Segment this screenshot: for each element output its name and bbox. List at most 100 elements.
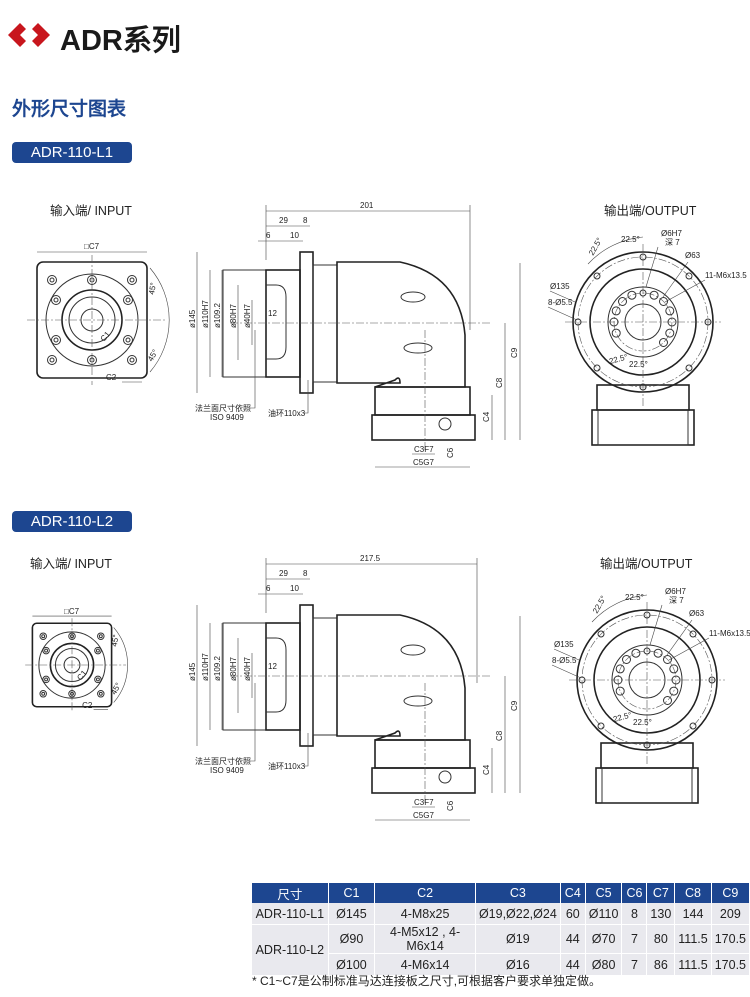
- pin-depth-label: 深 7: [669, 596, 684, 605]
- dim-c9: C9: [510, 700, 519, 711]
- dim-10: 10: [290, 584, 299, 593]
- tapped-hole-icon: [613, 675, 623, 685]
- flange-note: ISO 9409: [210, 766, 244, 775]
- cell: 8: [621, 903, 648, 925]
- mount-hole-icon: [597, 722, 605, 730]
- dim-12: 12: [268, 309, 277, 318]
- cell: 111.5: [674, 953, 712, 976]
- cell: Ø19,Ø22,Ø24: [475, 903, 561, 925]
- dim-8: 8: [303, 216, 308, 225]
- dim-dia110: ø110H7: [201, 653, 210, 681]
- pin-label: Ø6H7: [661, 229, 682, 238]
- cell: 80: [646, 924, 676, 954]
- col-header: C3: [475, 883, 561, 903]
- dim-dia109: ø109.2: [213, 656, 222, 681]
- mount-hole-icon: [704, 318, 712, 326]
- bolt-hole-icon: [127, 275, 137, 285]
- dim-dia110: ø110H7: [201, 300, 210, 328]
- table-row: ADR-110-L1 Ø145 4-M8x25 Ø19,Ø22,Ø24 60 Ø…: [252, 903, 750, 925]
- cell: 4-M6x14: [374, 953, 476, 976]
- dim-c6: C6: [446, 447, 455, 458]
- bolt-hole-icon: [123, 295, 133, 305]
- dim-6: 6: [266, 584, 271, 593]
- cell: 209: [711, 903, 750, 925]
- mount-hole-icon: [578, 676, 586, 684]
- cell: 170.5: [711, 953, 750, 976]
- dim-c8: C8: [495, 377, 504, 388]
- bolt-hole-icon: [68, 690, 76, 698]
- pin-hole-icon: [643, 647, 651, 655]
- table-header-row: 尺寸 C1 C2 C3 C4 C5 C6 C7 C8 C9: [252, 883, 750, 903]
- mount-hole-icon: [593, 272, 601, 280]
- col-header: 尺寸: [252, 883, 329, 903]
- tapped-hole-icon: [659, 297, 668, 306]
- col-header: C7: [646, 883, 676, 903]
- mount-hole-icon: [643, 741, 651, 749]
- output-label: 输出端/OUTPUT: [604, 204, 697, 218]
- bolt-hole-icon: [127, 355, 137, 365]
- dim-c6: C6: [446, 800, 455, 811]
- dim-c8: C8: [495, 730, 504, 741]
- dim-dia80: ø80H7: [229, 656, 238, 681]
- dim-29: 29: [279, 569, 288, 578]
- dim-dia40: ø40H7: [243, 656, 252, 681]
- tapped-hole-icon: [667, 317, 677, 327]
- cell: 4-M8x25: [374, 903, 476, 925]
- angle-label: 22.5°: [591, 594, 608, 615]
- tapped-hole-icon: [649, 290, 659, 300]
- dim-c7: □C7: [64, 607, 80, 616]
- dim-d63: Ø63: [689, 609, 705, 618]
- tapped-hole-icon: [669, 664, 679, 674]
- tapped-hole-icon: [663, 696, 672, 705]
- mount-hole-icon: [689, 722, 697, 730]
- cell: 60: [560, 903, 586, 925]
- cell: 170.5: [711, 924, 750, 954]
- dim-c2: C2: [82, 701, 93, 710]
- pin-hole-icon: [639, 289, 647, 297]
- mount-hole-icon: [574, 318, 582, 326]
- model-badge-l1: ADR-110-L1: [12, 142, 132, 163]
- table-footnote: * C1~C7是公制标准马达连接板之尺寸,可根据客户要求单独定做。: [252, 974, 602, 988]
- tapped-hole-icon: [611, 306, 621, 316]
- tapped-hole-icon: [669, 686, 679, 696]
- tapped-hole-icon: [665, 328, 675, 338]
- tapped-hole-icon: [631, 648, 641, 658]
- cell: 111.5: [674, 924, 712, 954]
- dim-c5: C5G7: [413, 811, 434, 820]
- dim-c7: □C7: [84, 242, 100, 251]
- flange-note: ISO 9409: [210, 413, 244, 422]
- dim-8: 8: [303, 569, 308, 578]
- tapped-hole-icon: [627, 290, 637, 300]
- pin-label: Ø6H7: [665, 587, 686, 596]
- brand-logo-icon: [8, 23, 50, 47]
- col-header: C9: [711, 883, 750, 903]
- bolt-hole-icon: [39, 632, 47, 640]
- dim-c4: C4: [482, 764, 491, 775]
- dim-dia145: ø145: [188, 309, 197, 328]
- model-badge-l2: ADR-110-L2: [12, 511, 132, 532]
- dim-c3: C3F7: [414, 445, 434, 454]
- holes-label: 8-Ø5.5: [552, 656, 577, 665]
- angle-label: 22.5°: [612, 710, 632, 724]
- dim-c5: C5G7: [413, 458, 434, 467]
- cell: 86: [646, 953, 676, 976]
- section-heading: 外形尺寸图表: [12, 99, 127, 120]
- dimension-table: 尺寸 C1 C2 C3 C4 C5 C6 C7 C8 C9 ADR-110-L1…: [252, 883, 750, 976]
- table-row: ADR-110-L2 Ø90 4-M5x12 , 4-M6x14 Ø19 44 …: [252, 924, 750, 976]
- angle-label: 22.5°: [629, 360, 648, 369]
- bolt-hole-icon: [87, 275, 97, 285]
- bolt-hole-icon: [87, 355, 97, 365]
- cell: Ø16: [475, 953, 561, 976]
- dim-dia109: ø109.2: [213, 303, 222, 328]
- tapped-hole-icon: [653, 648, 663, 658]
- dim-c2: C2: [106, 373, 117, 382]
- cell: 144: [674, 903, 712, 925]
- dim-d63: Ø63: [685, 251, 701, 260]
- cell: Ø110: [585, 903, 623, 925]
- angle-label: 22.5°: [621, 235, 640, 244]
- cell: Ø19: [475, 924, 561, 954]
- dim-12: 12: [268, 662, 277, 671]
